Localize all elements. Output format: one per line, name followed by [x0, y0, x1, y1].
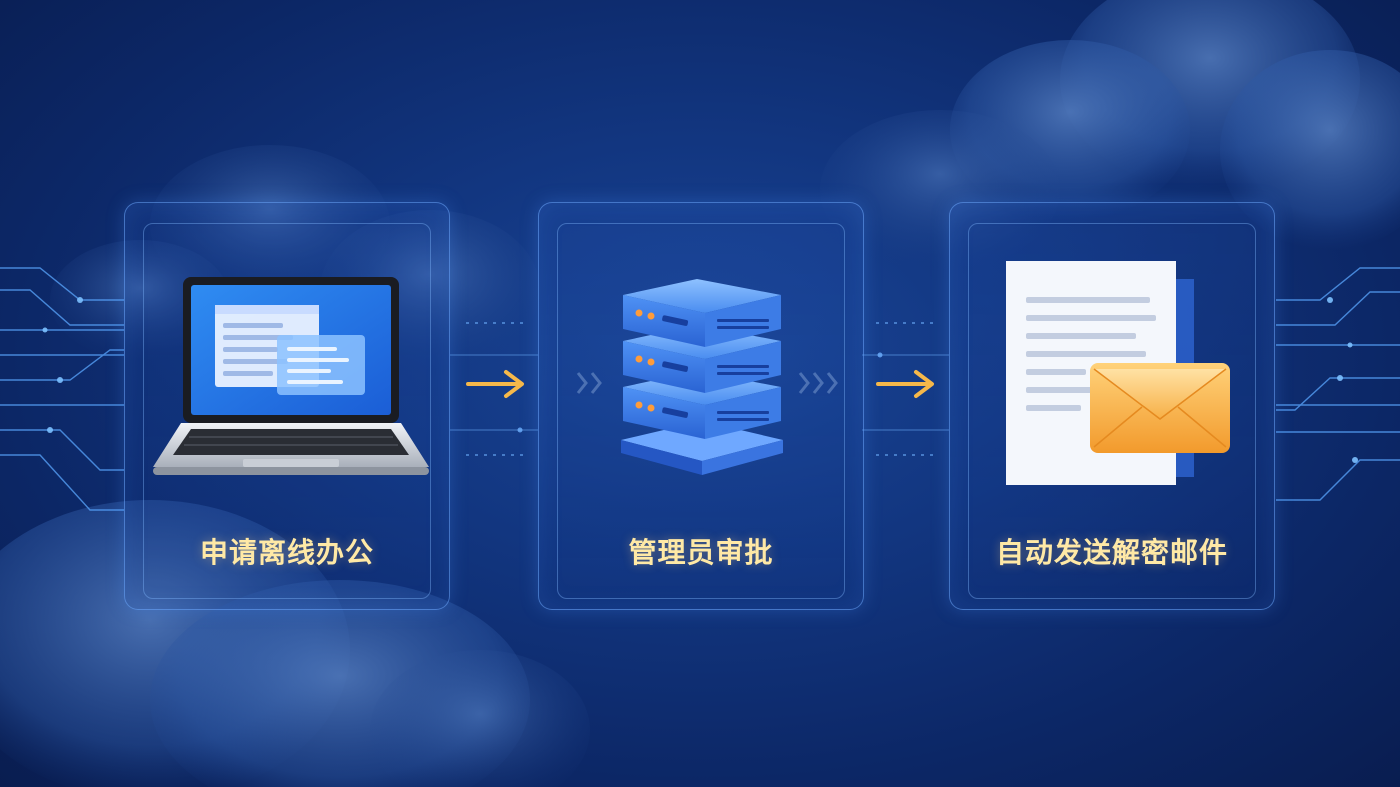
step-label-apply: 申请离线办公: [199, 536, 374, 569]
chevron-right-group: [798, 372, 838, 394]
arrow-right-icon: [466, 370, 524, 398]
cloud-top-right: [820, 0, 1400, 270]
step-card-send-email: 自动发送解密邮件: [949, 202, 1275, 610]
step-card-apply: 申请离线办公: [124, 202, 450, 610]
chevron-left-group: [576, 372, 602, 394]
step-card-inner-frame: [557, 223, 845, 599]
circuit-lines-right: [1276, 267, 1400, 501]
server-icon: [621, 279, 783, 475]
arrow-right-icon: [876, 370, 934, 398]
step-label-approve: 管理员审批: [628, 536, 774, 569]
document-email-icon: [1006, 261, 1230, 485]
cloud-bottom-left: [0, 500, 590, 787]
step-card-inner-frame: [143, 223, 431, 599]
envelope-icon: [1090, 363, 1230, 453]
step-card-inner-frame: [968, 223, 1256, 599]
dotted-connectors: [466, 322, 935, 456]
circuit-lines-left: [0, 267, 124, 511]
laptop-icon: [153, 277, 429, 475]
step-label-send-email: 自动发送解密邮件: [995, 536, 1228, 569]
connector-lines: [450, 354, 949, 431]
step-card-approve: 管理员审批: [538, 202, 864, 610]
